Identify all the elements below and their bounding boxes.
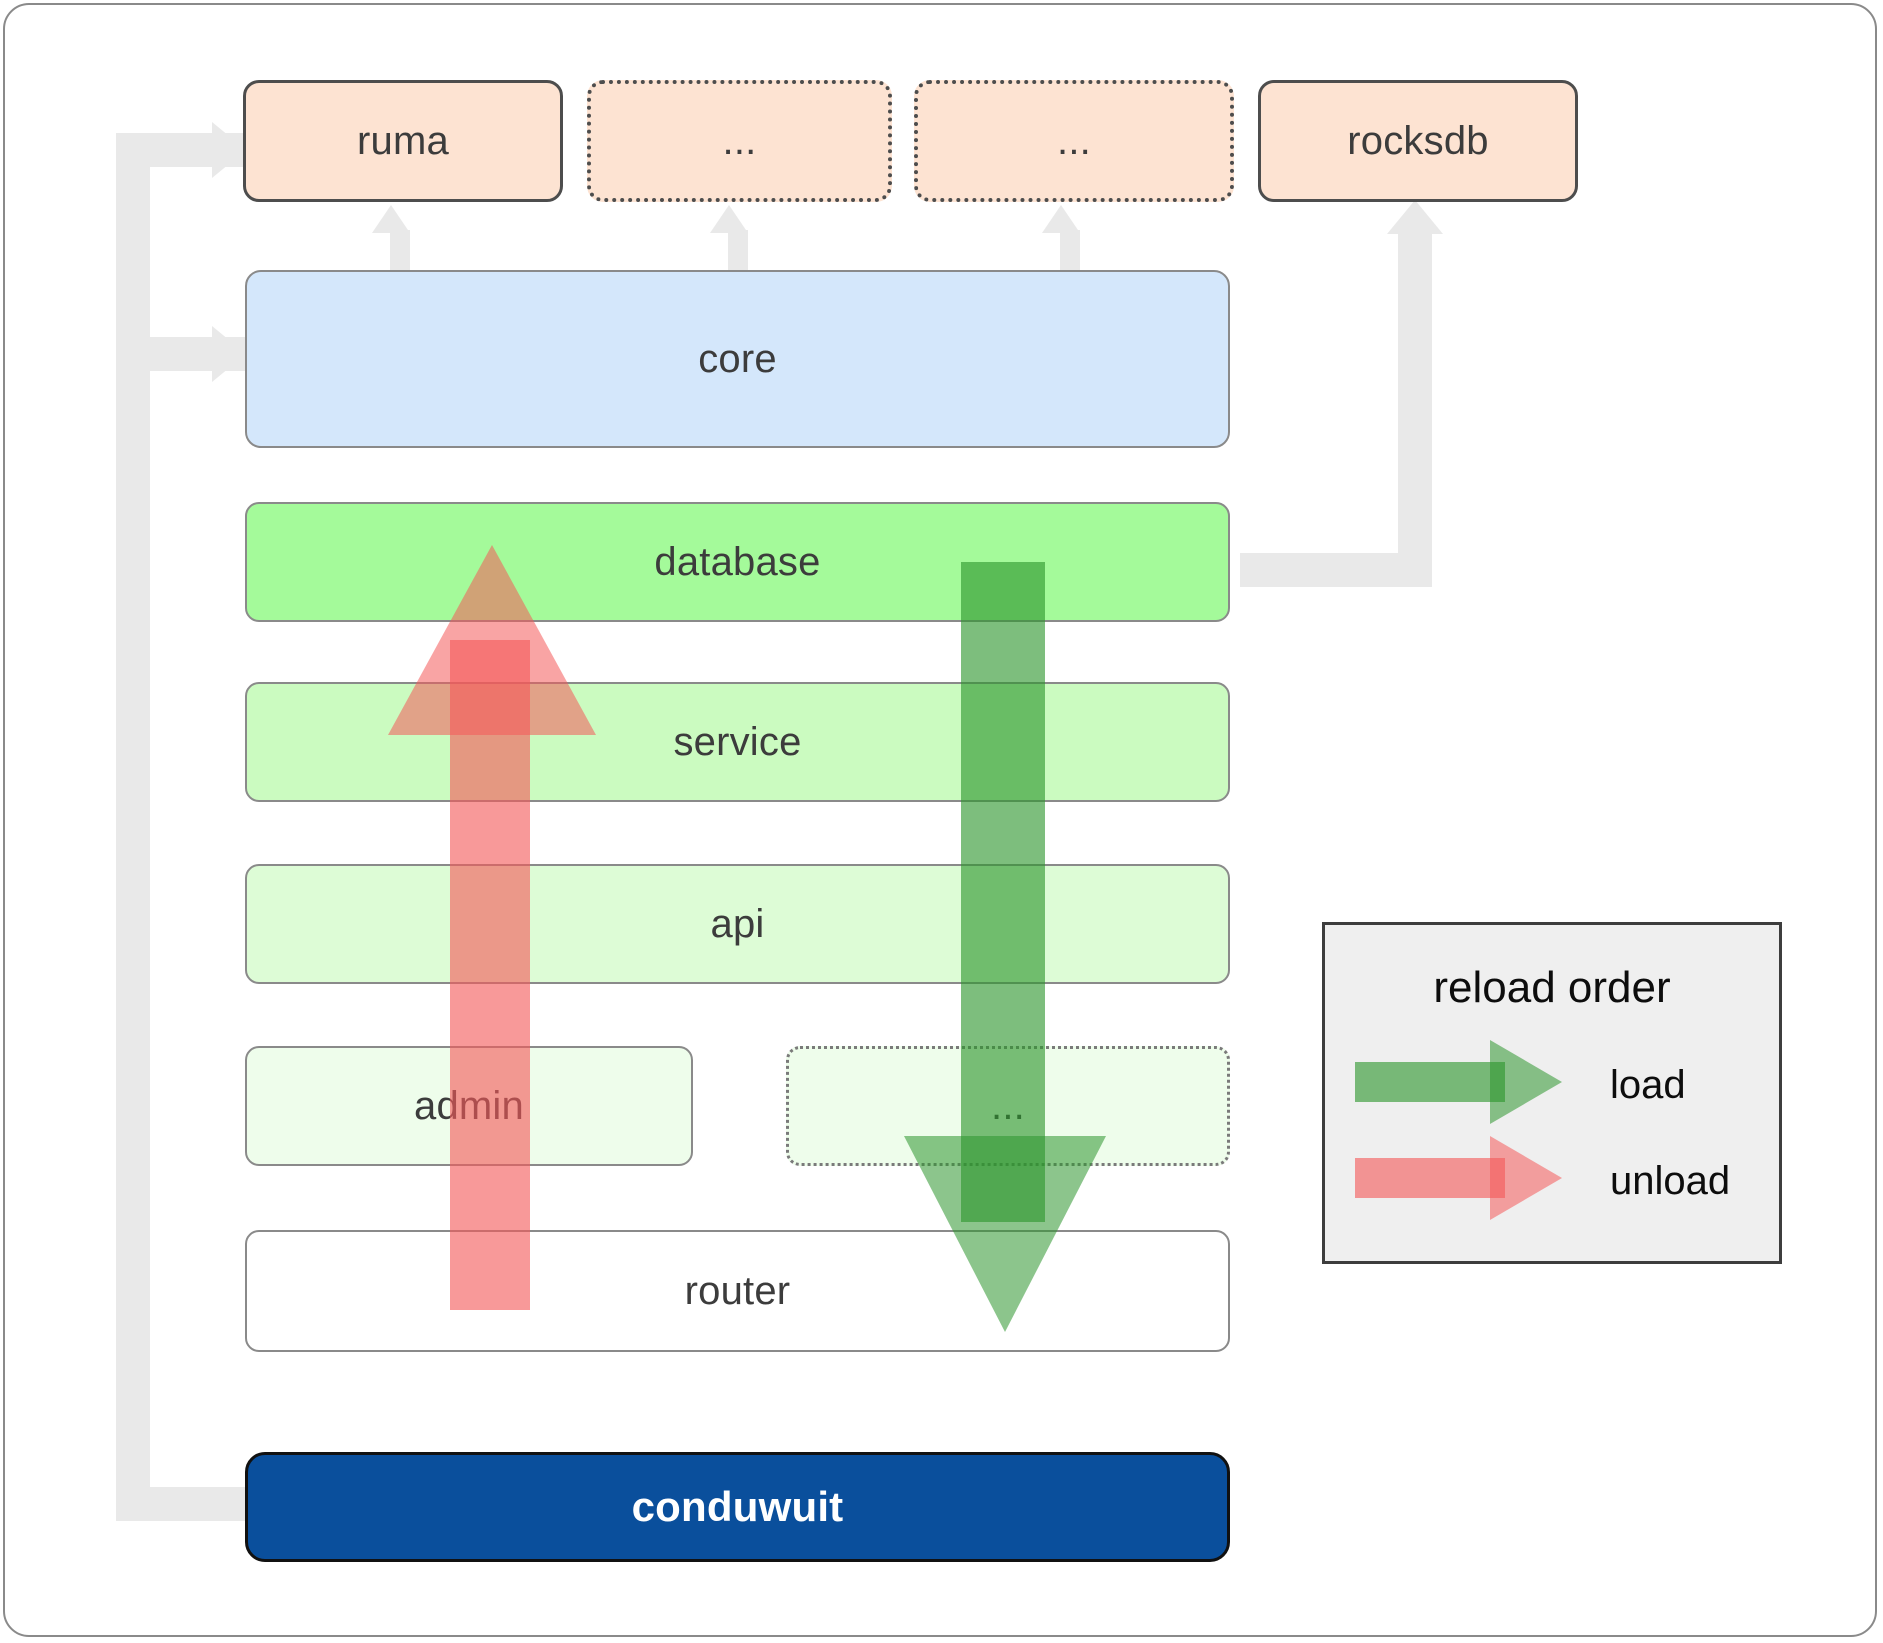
load-arrow-head <box>904 1136 1106 1332</box>
app-label-conduwuit: conduwuit <box>631 1483 844 1530</box>
legend-panel: reload order load unload <box>1322 922 1782 1264</box>
connector-core-to-dots1-shaft <box>728 230 748 273</box>
dependency-box-dots-1[interactable]: ... <box>587 80 892 202</box>
connector-arrowhead-core <box>212 326 246 382</box>
dependency-label-ruma: ruma <box>357 118 449 163</box>
legend-unload-label: unload <box>1610 1159 1731 1203</box>
layer-label-database: database <box>654 539 821 584</box>
dependency-label-dots-1: ... <box>722 118 757 163</box>
connector-arrowhead-ruma <box>212 122 246 178</box>
connector-core-to-dots2-shaft <box>1060 230 1080 273</box>
connector-core-to-dots1-head <box>710 205 748 233</box>
connector-core-to-ruma-shaft <box>390 230 410 273</box>
dependency-label-rocksdb: rocksdb <box>1347 118 1489 163</box>
unload-arrow-shaft <box>450 640 530 1310</box>
core-label: core <box>698 336 777 381</box>
diagram-frame <box>3 3 1877 1637</box>
layer-box-api[interactable]: api <box>245 864 1230 984</box>
connector-stub-to-conduwuit <box>116 1487 264 1521</box>
dependency-label-dots-2: ... <box>1057 118 1091 163</box>
connector-database-to-rocksdb-horizontal <box>1240 553 1415 587</box>
core-box[interactable]: core <box>245 270 1230 448</box>
legend-unload-arrow-shaft <box>1355 1158 1505 1198</box>
connector-database-to-rocksdb-vertical <box>1398 230 1432 587</box>
layer-label-service: service <box>673 719 802 764</box>
legend-load-arrow-shaft <box>1355 1062 1505 1102</box>
legend-unload-arrow-head <box>1490 1136 1562 1220</box>
load-arrow-shaft <box>961 562 1045 1222</box>
layer-label-router: router <box>684 1268 791 1313</box>
dependency-box-ruma[interactable]: ruma <box>243 80 563 202</box>
legend-title: reload order <box>1433 963 1671 1012</box>
unload-arrow-head <box>388 545 596 735</box>
dependency-box-rocksdb[interactable]: rocksdb <box>1258 80 1578 202</box>
connector-core-to-ruma-head <box>372 205 410 233</box>
legend-load-label: load <box>1610 1063 1686 1107</box>
layer-label-api: api <box>710 901 765 946</box>
connector-arrowhead-rocksdb <box>1387 200 1443 234</box>
dependency-box-dots-2[interactable]: ... <box>914 80 1234 202</box>
app-box-conduwuit[interactable]: conduwuit <box>245 1452 1230 1562</box>
legend-load-arrow-head <box>1490 1040 1562 1124</box>
connector-core-to-dots2-head <box>1042 205 1080 233</box>
